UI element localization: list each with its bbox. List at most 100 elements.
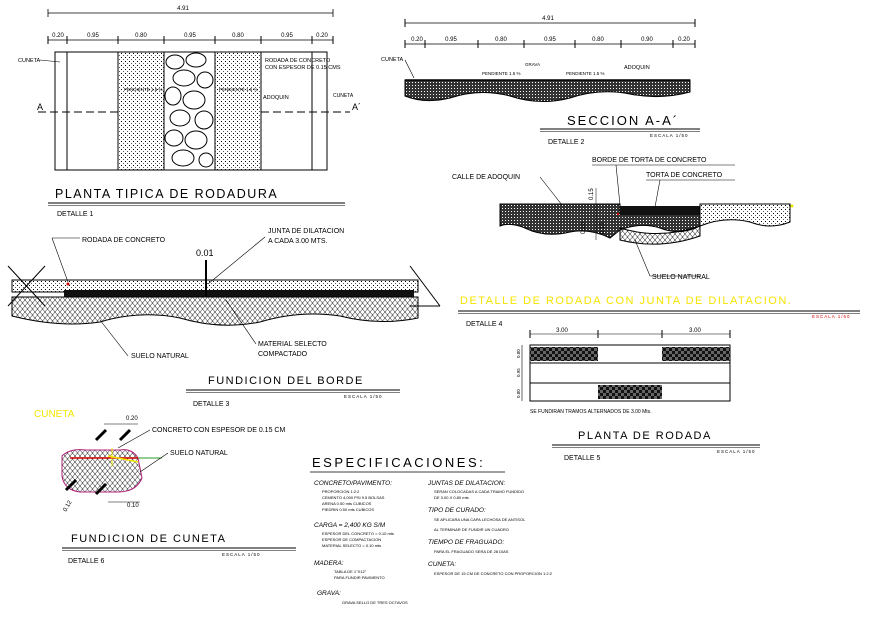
specs-curado-0: SE APLICARA UNA CAPA LECHOSA DE ANTISOL [434, 517, 526, 522]
d2-dim-ticks [404, 40, 696, 48]
d1-dim-4: 0.80 [232, 33, 244, 39]
detail-2-section: 4.91 0.20 0.95 0.80 0.95 0.80 0.90 0.20 … [381, 16, 700, 146]
d1-cuneta-label: CUNETA [18, 58, 41, 64]
d1-rodada-label-2: CON ESPESOR DE 0.15 CMS [265, 65, 341, 71]
d2-dim-4: 0.80 [592, 37, 604, 43]
d5-side-dim-2: 0.80 [516, 389, 521, 398]
d1-title: PLANTA TIPICA DE RODADURA [55, 187, 278, 201]
specs-concreto-0: PROPORCION 1:2:2 [322, 489, 360, 494]
d5-tile-b [662, 347, 730, 361]
d4-dim-v2: 0.10 [581, 222, 587, 234]
specs-concreto-1: CEMENTO 4,000 PSI 9.5 BOLSAS [322, 495, 385, 500]
specs-grava-head: GRAVA: [317, 590, 341, 597]
specs-cuneta-head: CUNETA: [428, 561, 456, 568]
d5-scale: ESCALA 1/50 [717, 449, 756, 454]
d3-soil-layer [11, 296, 419, 326]
specs-carga-2: MATERIAL SELECTO = 0.10 mts [322, 543, 381, 548]
d2-dim-2: 0.80 [495, 37, 507, 43]
specs-curado-head: TIPO DE CURADO: [428, 507, 486, 514]
d3-junta-label-2: A CADA 3.00 MTS. [268, 238, 328, 245]
d6-gutter-section [61, 449, 143, 493]
d4-detail-label: DETALLE 4 [466, 321, 503, 328]
d2-pendiente-right: PENDIENTE 1.5 % [566, 71, 605, 76]
detail-4-joint: CALLE DE ADOQUIN BORDE DE TORTA DE CONCR… [452, 157, 860, 328]
d6-cuneta-label: CUNETA [34, 409, 75, 420]
d3-gap-dim: 0.01 [196, 248, 214, 258]
d1-pendiente-left: PENDIENTE 1.5 % [124, 87, 163, 92]
d6-title: FUNDICION DE CUNETA [71, 533, 226, 545]
d1-concrete-strip-right [214, 51, 262, 171]
d1-dim-1: 0.95 [87, 33, 99, 39]
d1-total-dim: 4.91 [177, 6, 189, 12]
d1-detail-label: DETALLE 1 [57, 211, 94, 218]
specs-fraguado-0: PARA EL FRAGUADO SERA DE 28 DIAS [434, 549, 509, 554]
detail-6-gutter: CUNETA 0.20 CONCRETO CON ESPESOR DE 0.15… [34, 409, 296, 565]
d2-dim-1: 0.95 [445, 37, 457, 43]
detail-1-plan: 4.91 0.20 0.95 0.80 0.95 0.80 0.95 0.20 [18, 6, 361, 218]
d4-borde-label: BORDE DE TORTA DE CONCRETO [592, 157, 707, 164]
d2-pendiente-left: PENDIENTE 1.5 % [482, 71, 521, 76]
d1-dim-2: 0.80 [135, 33, 147, 39]
d4-scale: ESCALA 1/50 [812, 314, 851, 319]
d1-section-mark-left: A [37, 102, 43, 112]
d2-detail-label: DETALLE 2 [548, 139, 585, 146]
specs-title: ESPECIFICACIONES: [312, 455, 485, 470]
d4-title: DETALLE DE RODADA CON JUNTA DE DILATACIO… [460, 295, 792, 307]
specs-grava-0: GRAVA SELLO DE TRES OCTAVOS [342, 600, 408, 605]
d3-junta-label-1: JUNTA DE DILATACION [268, 228, 344, 235]
detail-3-edge-pour: RODADA DE CONCRETO JUNTA DE DILATACION A… [7, 228, 441, 408]
d6-dim-bottom: 0.10 [127, 503, 139, 509]
d2-cuneta-label: CUNETA [381, 57, 404, 63]
d2-grava-label: GRAVA [525, 62, 540, 67]
d3-material-label-2: COMPACTADO [258, 351, 308, 358]
d6-detail-label: DETALLE 6 [68, 558, 105, 565]
d2-title: SECCION A-A´ [567, 113, 679, 128]
d5-note: SE FUNDIRAN TRAMOS ALTERNADOS DE 3.00 Mt… [530, 409, 652, 415]
d4-concrete-slab [620, 206, 700, 215]
d1-dim-ticks [47, 36, 334, 44]
d5-side-dim-1: 0.95 [516, 368, 521, 377]
specs-carga-1: ESPESOR DE COMPACTACION [322, 537, 381, 542]
d1-cuneta-right-label: CUNETA [333, 93, 354, 99]
d4-dim-v3: 0.15 [600, 222, 606, 234]
specs-concreto-3: PIEDRIN 0.50 mts CUBICOS [322, 507, 374, 512]
d1-concrete-strip-left [117, 51, 165, 171]
d6-dim-side: 0.12 [63, 499, 74, 513]
specs-juntas-head: JUNTAS DE DILATACION: [427, 480, 505, 487]
d5-side-dim-0: 0.80 [516, 349, 521, 358]
d3-suelo-label: SUELO NATURAL [131, 353, 189, 360]
d2-dim-5: 0.90 [641, 37, 653, 43]
d1-dim-0: 0.20 [52, 33, 64, 39]
d1-rodada-label-1: RODADA DE CONCRETO [265, 58, 331, 64]
detail-5-plan: 3.00 3.00 0.80 0.95 0.80 SE FUNDIRAN TRA… [516, 328, 760, 462]
d4-calle-label: CALLE DE ADOQUIN [452, 174, 520, 181]
d1-cobblestones [163, 51, 216, 171]
d4-torta-label: TORTA DE CONCRETO [646, 172, 723, 179]
d1-section-mark-right: A´ [352, 102, 361, 112]
d3-scale: ESCALA 1/50 [344, 394, 383, 399]
specs-concreto-2: ARENA 0.50 mts CUBICOS [322, 501, 372, 506]
specs-madera-0: TABLA DE 1"X12" [334, 569, 367, 574]
d5-title: PLANTA DE RODADA [578, 430, 712, 442]
specs-cuneta-0: ESPESOR DE 15 CM DE CONCRETO CON PROPORC… [434, 571, 553, 576]
d3-detail-label: DETALLE 3 [193, 401, 230, 408]
d6-dim-top: 0.20 [126, 416, 138, 422]
d2-scale: ESCALA 1/50 [650, 133, 689, 138]
d5-tile-c [598, 385, 662, 399]
specs-concreto-head: CONCRETO/PAVIMENTO: [314, 480, 392, 487]
d2-adoquin-label: ADOQUIN [624, 65, 650, 71]
d2-total-dim: 4.91 [542, 16, 554, 22]
d6-concreto-label: CONCRETO CON ESPESOR DE 0.15 CM [152, 427, 285, 434]
d3-material-label-1: MATERIAL SELECTO [258, 341, 327, 348]
d1-dim-5: 0.95 [281, 33, 293, 39]
d6-scale: ESCALA 1/50 [222, 552, 261, 557]
specs-carga-head: CARGA = 2,400 KG S/M [314, 522, 386, 529]
d5-tile-a [530, 347, 598, 361]
d3-title: FUNDICION DEL BORDE [208, 375, 364, 387]
d4-suelo-label: SUELO NATURAL [652, 274, 710, 281]
d5-dim-right: 3.00 [689, 328, 701, 334]
specifications-block: ESPECIFICACIONES: CONCRETO/PAVIMENTO: PR… [310, 455, 553, 605]
d1-dim-3: 0.95 [184, 33, 196, 39]
d3-marker-dot [66, 282, 70, 286]
